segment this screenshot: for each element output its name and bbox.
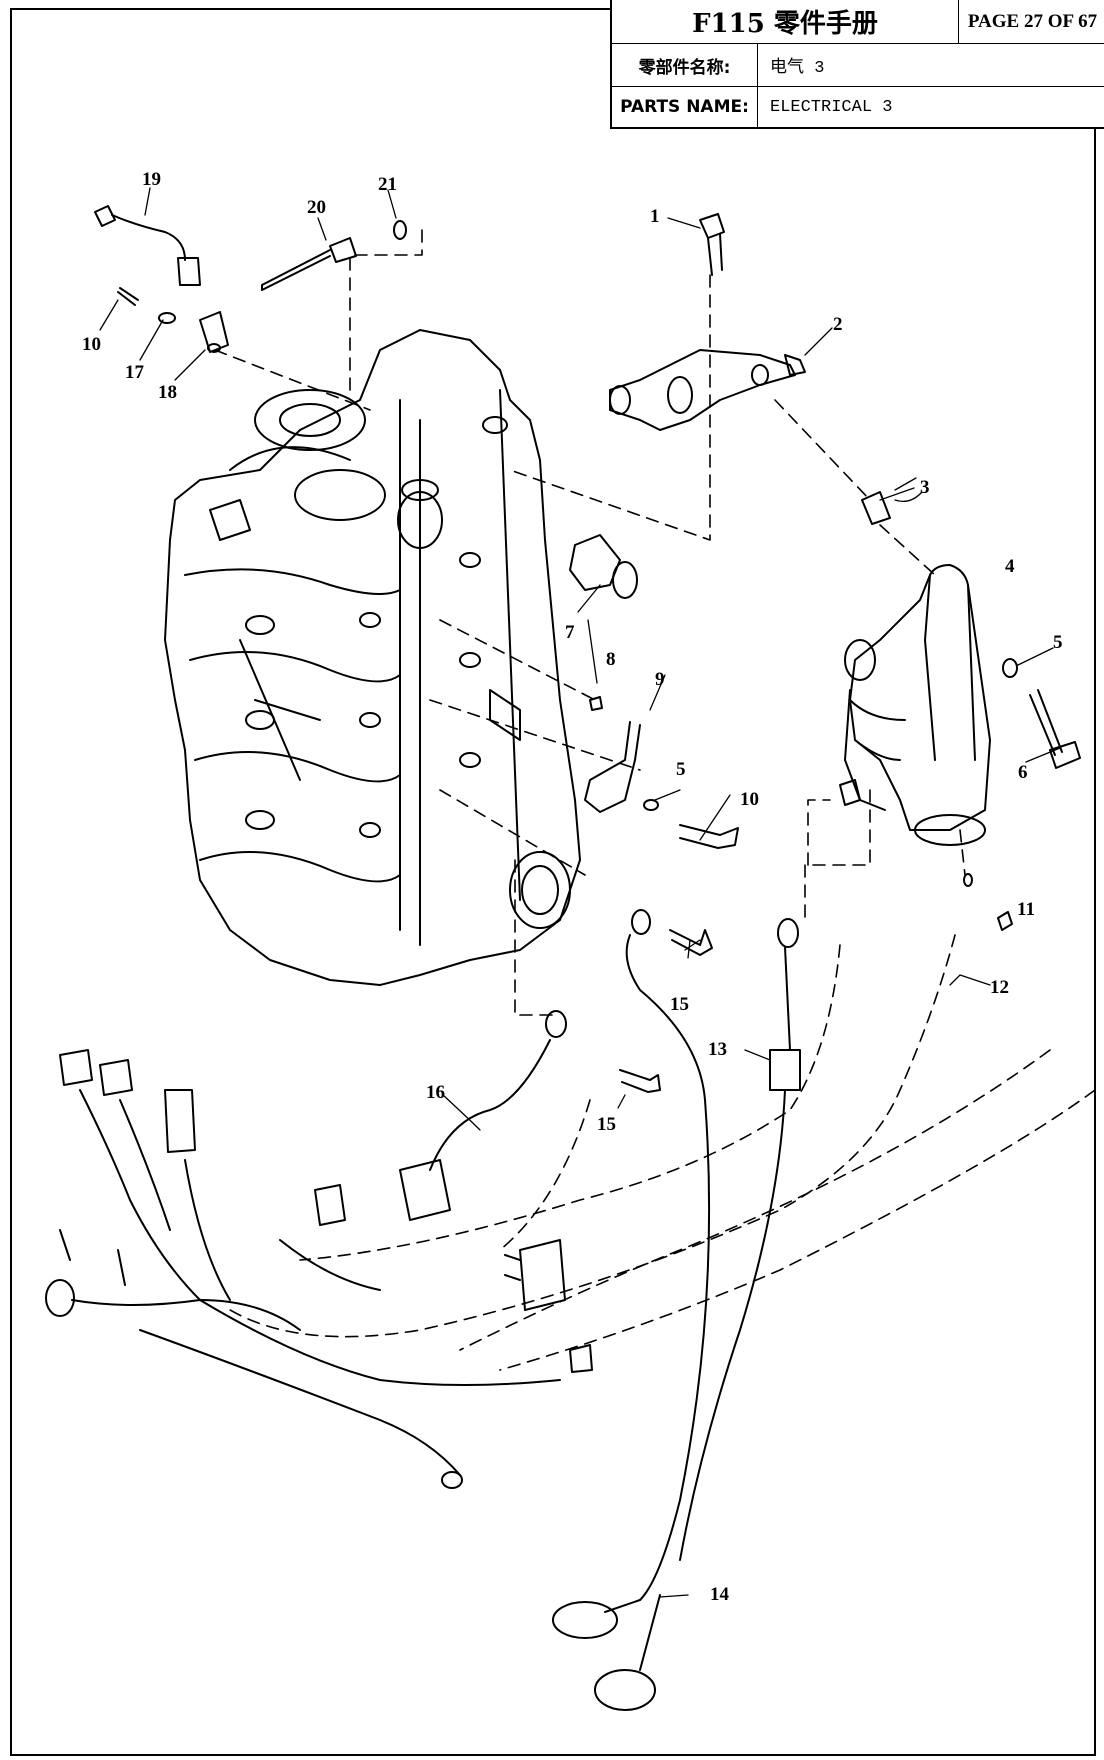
callout-1: 1 xyxy=(650,206,660,227)
title-row: F115 零件手册 PAGE 27 OF 67 xyxy=(612,0,1104,43)
callout-9: 9 xyxy=(655,669,665,690)
callout-20: 20 xyxy=(307,197,326,218)
wire-harness-drawing xyxy=(45,909,801,1711)
sensor-group-top-left xyxy=(94,205,407,353)
parts-name-en-label: PARTS NAME: xyxy=(612,87,758,127)
callout-14: 14 xyxy=(710,1584,730,1605)
manual-title: F115 零件手册 xyxy=(692,9,878,39)
parts-name-cn-row: 零部件名称: 电气 3 xyxy=(612,43,1104,86)
parts-name-en-row: PARTS NAME: ELECTRICAL 3 xyxy=(612,86,1104,127)
engine-block-drawing xyxy=(164,329,581,986)
callout-15-lower: 15 xyxy=(597,1114,616,1135)
callout-leaders xyxy=(99,187,1061,1598)
callout-5-right: 5 xyxy=(1053,632,1063,653)
callout-2: 2 xyxy=(833,314,843,335)
callout-4: 4 xyxy=(1005,556,1015,577)
callout-12: 12 xyxy=(990,977,1009,998)
page-border xyxy=(10,8,1096,1756)
callout-16: 16 xyxy=(426,1082,445,1103)
starter-assembly-drawing xyxy=(569,213,1081,956)
leader-lines xyxy=(214,229,1096,1371)
callout-15-upper: 15 xyxy=(670,994,689,1015)
parts-name-cn-label: 零部件名称: xyxy=(612,44,758,86)
callout-17: 17 xyxy=(125,362,145,383)
callout-7: 7 xyxy=(565,622,575,643)
parts-name-en-value: ELECTRICAL 3 xyxy=(770,97,893,117)
title-block: F115 零件手册 PAGE 27 OF 67 零部件名称: 电气 3 PART… xyxy=(610,0,1104,129)
callout-21: 21 xyxy=(378,174,397,195)
callout-11: 11 xyxy=(1017,899,1035,920)
callout-5-mid: 5 xyxy=(676,759,686,780)
callout-19: 19 xyxy=(142,169,161,190)
callout-13: 13 xyxy=(708,1039,727,1060)
callout-18: 18 xyxy=(158,382,177,403)
callout-numbers: 19 21 20 1 10 17 18 2 3 7 4 5 8 9 5 6 10… xyxy=(82,169,1063,1605)
callout-6: 6 xyxy=(1018,762,1028,783)
callout-8: 8 xyxy=(606,649,616,670)
callout-10-top: 10 xyxy=(82,334,101,355)
parts-name-cn-value: 电气 3 xyxy=(770,59,825,78)
callout-10-mid: 10 xyxy=(740,789,759,810)
page-number: PAGE 27 OF 67 xyxy=(958,0,1104,43)
callout-3: 3 xyxy=(920,477,930,498)
